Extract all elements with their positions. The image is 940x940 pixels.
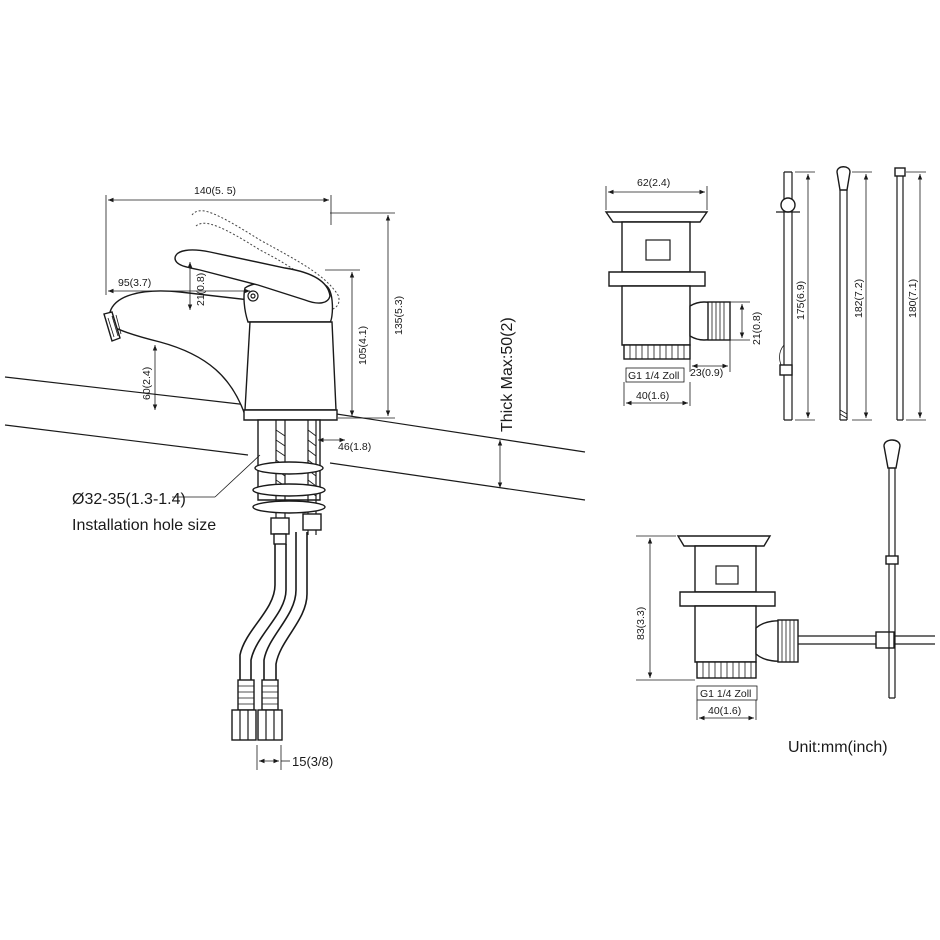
rod2-length-label: 182(7.2) [853,279,865,318]
body-height-label: 105(4.1) [357,326,369,365]
hole-size-label: Ø32-35(1.3-1.4) [72,491,186,508]
faucet-drawing: 140(5. 5) 95(3.7) 21(0.8) 135(5.3) 105(4… [4,185,586,770]
body-width-label-bottom: 40(1.6) [708,705,741,717]
lever-offset-label: 21(0.8) [195,273,207,306]
total-height-label: 135(5.3) [393,296,405,335]
width-dimension-label: 140(5. 5) [194,185,236,197]
side-depth-label: 23(0.9) [690,367,723,379]
drain-top-drawing: 62(2.4) 21(0.8) 23(0.9) G1 1/4 Zoll 40(1… [604,166,926,421]
unit-label: Unit:mm(inch) [788,739,888,756]
spout-height-label: 60(2.4) [141,367,153,400]
base-diameter-label: 46(1.8) [338,441,371,453]
cap-width-label: 62(2.4) [637,177,670,189]
thread-label-top: G1 1/4 Zoll [628,370,679,382]
thread-label-bottom: G1 1/4 Zoll [700,688,751,700]
side-offset-label: 21(0.8) [751,312,763,345]
thickness-label: Thick Max:50(2) [499,317,516,432]
spout-reach-label: 95(3.7) [118,277,151,289]
body-width-label-top: 40(1.6) [636,390,669,402]
drain-bottom-drawing: 83(3.3) G1 1/4 Zoll 40(1.6) [635,439,935,721]
rod3-length-label: 180(7.1) [907,279,919,318]
drain-height-label: 83(3.3) [635,607,647,640]
hose-spacing-label: 15(3/8) [292,754,333,769]
rod1-length-label: 175(6.9) [795,281,807,320]
hole-caption: Installation hole size [72,517,216,534]
